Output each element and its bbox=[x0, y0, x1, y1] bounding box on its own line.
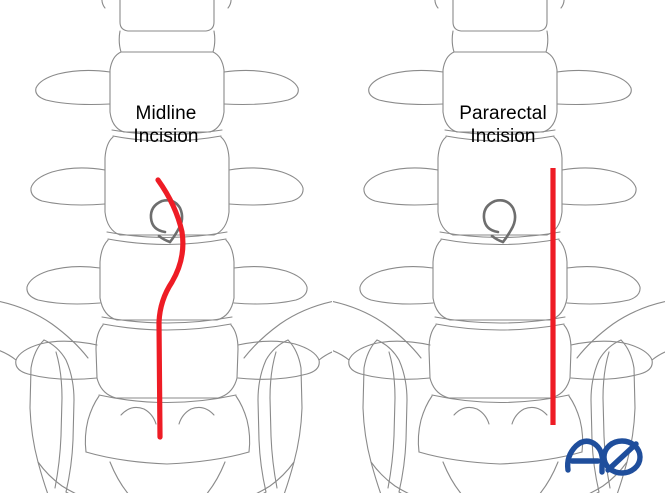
spine-pelvis-drawing-left bbox=[0, 0, 332, 493]
panel-midline-incision: Midline Incision bbox=[0, 0, 332, 493]
spine-pelvis-drawing-right bbox=[333, 0, 665, 493]
midline-incision-line bbox=[155, 177, 186, 440]
vertebral-landmark-right bbox=[482, 199, 517, 244]
panel-pararectal-incision: Pararectal Incision bbox=[333, 0, 665, 493]
ao-logo bbox=[564, 438, 643, 476]
